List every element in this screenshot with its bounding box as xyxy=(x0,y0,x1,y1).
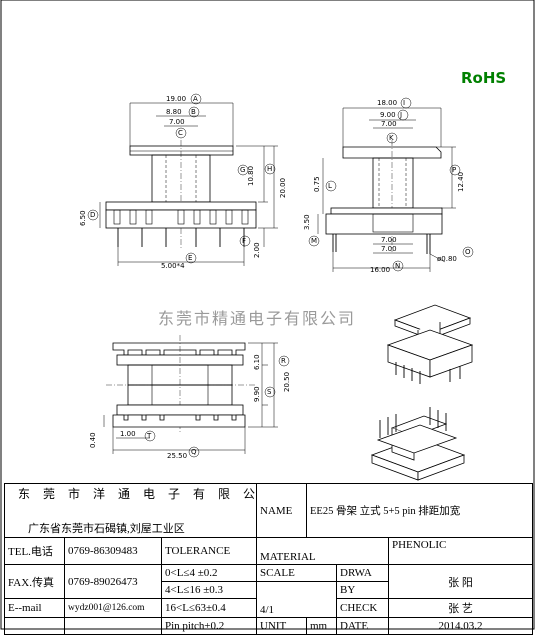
front-view-dimensions: 19.00 A 8.80 B 7.00 C 10.80 G 20.00 H 6.… xyxy=(79,95,287,270)
side-base xyxy=(325,213,443,235)
check-label: CHECK xyxy=(336,598,389,618)
material-value: PHENOLIC xyxy=(387,537,534,565)
tolerance-label: TOLERANCE xyxy=(161,537,257,565)
front-base xyxy=(105,209,257,229)
front-pins xyxy=(117,228,245,247)
dim-tag-q: Q xyxy=(191,448,197,456)
unit-value: mm xyxy=(306,617,337,635)
dim-tag-m: M xyxy=(311,237,317,245)
front-base-flange xyxy=(105,201,257,211)
dim-tag-s: S xyxy=(267,388,272,396)
email-spacer-b xyxy=(64,617,162,635)
email-label: E--mail xyxy=(4,598,65,618)
name-value: EE25 骨架 立式 5+5 pin 排距加宽 xyxy=(305,483,534,538)
dim-7-00-k: 7.00 xyxy=(381,120,397,128)
isometric-top xyxy=(386,304,474,384)
tolerance-row-3: 16<L≤63±0.4 xyxy=(161,598,257,618)
tel-value: 0769-86309483 xyxy=(64,537,162,565)
bottom-lower-comb xyxy=(112,414,246,428)
tolerance-row-1: 0<L≤4 ±0.2 xyxy=(161,564,257,582)
dim-19-00: 19.00 xyxy=(166,95,186,103)
by-label: BY xyxy=(336,581,389,599)
isometric-bottom xyxy=(370,407,466,481)
unit-label: UNIT xyxy=(256,617,307,635)
dim-6-50: 6.50 xyxy=(79,210,87,226)
tolerance-row-2: 4<L≤16 ±0.3 xyxy=(161,581,257,599)
scale-label: SCALE xyxy=(256,564,337,582)
date-label: DATE xyxy=(336,617,389,635)
dim-tag-i: I xyxy=(403,99,405,107)
bottom-view xyxy=(103,335,290,458)
fax-value: 0769-89026473 xyxy=(64,564,162,599)
tel-label: TEL.电话 xyxy=(4,537,65,565)
side-view-dimensions: 18.00 I 9.00 J 7.00 K 0.75 L 12.40 P 3.5… xyxy=(303,99,471,274)
company-cell: 东 莞 市 洋 通 电 子 有 限 公 司 广东省东莞市石碣镇,刘屋工业区 xyxy=(4,483,257,538)
dim-20-50: 20.50 xyxy=(283,372,291,392)
title-block: 东 莞 市 洋 通 电 子 有 限 公 司 广东省东莞市石碣镇,刘屋工业区 NA… xyxy=(4,483,534,635)
fax-label: FAX.传真 xyxy=(4,564,65,599)
dim-tag-t: T xyxy=(146,432,152,440)
dim-5-00x4: 5.00*4 xyxy=(161,262,185,270)
pin-pitch: Pin pitch±0.2 xyxy=(161,617,257,635)
dim-25-50: 25.50 xyxy=(167,452,187,460)
bottom-top-comb xyxy=(112,342,246,356)
dim-pin-dia: ø0.80 xyxy=(437,255,457,263)
dim-2-00: 2.00 xyxy=(253,242,261,258)
dim-tag-o: O xyxy=(465,248,471,256)
bottom-view-dimensions: 6.10 R 20.50 9.90 S 1.00 T 0.40 25.50 Q xyxy=(89,354,291,460)
dim-tag-j: J xyxy=(399,111,402,119)
dim-7-00: 7.00 xyxy=(169,118,185,126)
dim-9-00: 9.00 xyxy=(380,111,396,119)
date-value: 2014.03.2 xyxy=(387,617,534,635)
dim-10-80: 10.80 xyxy=(247,166,255,186)
dim-9-90: 9.90 xyxy=(253,386,261,402)
dim-7-00-a: 7.00 xyxy=(381,236,397,244)
dim-8-80: 8.80 xyxy=(166,108,182,116)
drwa-label: DRWA xyxy=(336,564,389,582)
name-label: NAME xyxy=(256,483,307,538)
watermark-text: 东莞市精通电子有限公司 xyxy=(158,309,356,328)
dim-tag-p: P xyxy=(452,166,456,174)
dim-tag-g: G xyxy=(240,166,245,174)
side-pins xyxy=(332,234,431,254)
side-view xyxy=(308,97,474,272)
company-name: 东 莞 市 洋 通 电 子 有 限 公 司 xyxy=(18,487,256,501)
email-spacer-a xyxy=(4,617,65,635)
dim-12-40: 12.40 xyxy=(457,172,465,192)
dim-6-10: 6.10 xyxy=(253,354,261,370)
dim-0-40: 0.40 xyxy=(89,432,97,448)
dim-tag-d: D xyxy=(90,211,95,219)
dim-18-00: 18.00 xyxy=(377,99,397,107)
email-value: wydz001@126.com xyxy=(64,598,162,618)
dim-0-75: 0.75 xyxy=(313,176,321,192)
dim-20-00: 20.00 xyxy=(279,178,287,198)
front-top-flange xyxy=(129,145,234,156)
rohs-mark: RoHS xyxy=(461,69,506,87)
dim-16-00: 16.00 xyxy=(370,266,390,274)
scale-value: 4/1 xyxy=(256,581,337,618)
dim-tag-l: L xyxy=(328,182,332,190)
drwa-by-value: 张 阳 xyxy=(387,564,534,599)
dim-7-00-b: 7.00 xyxy=(381,245,397,253)
dim-tag-r: R xyxy=(281,357,286,365)
check-value: 张 艺 xyxy=(387,598,534,618)
dim-tag-k: K xyxy=(389,134,394,142)
dim-tag-b: B xyxy=(191,108,196,116)
dim-1-00: 1.00 xyxy=(120,430,136,438)
dim-tag-c: C xyxy=(178,129,183,137)
dim-3-50: 3.50 xyxy=(303,214,311,230)
dim-tag-f: F xyxy=(242,237,246,245)
company-address: 广东省东莞市石碣镇,刘屋工业区 xyxy=(28,523,185,535)
material-label: MATERIAL xyxy=(256,537,389,565)
dim-tag-n: N xyxy=(395,262,400,270)
dim-tag-e: E xyxy=(188,254,192,262)
dim-tag-a: A xyxy=(193,95,198,103)
dim-tag-h: H xyxy=(267,165,272,173)
side-base-flange xyxy=(330,207,443,215)
front-view xyxy=(87,93,278,266)
